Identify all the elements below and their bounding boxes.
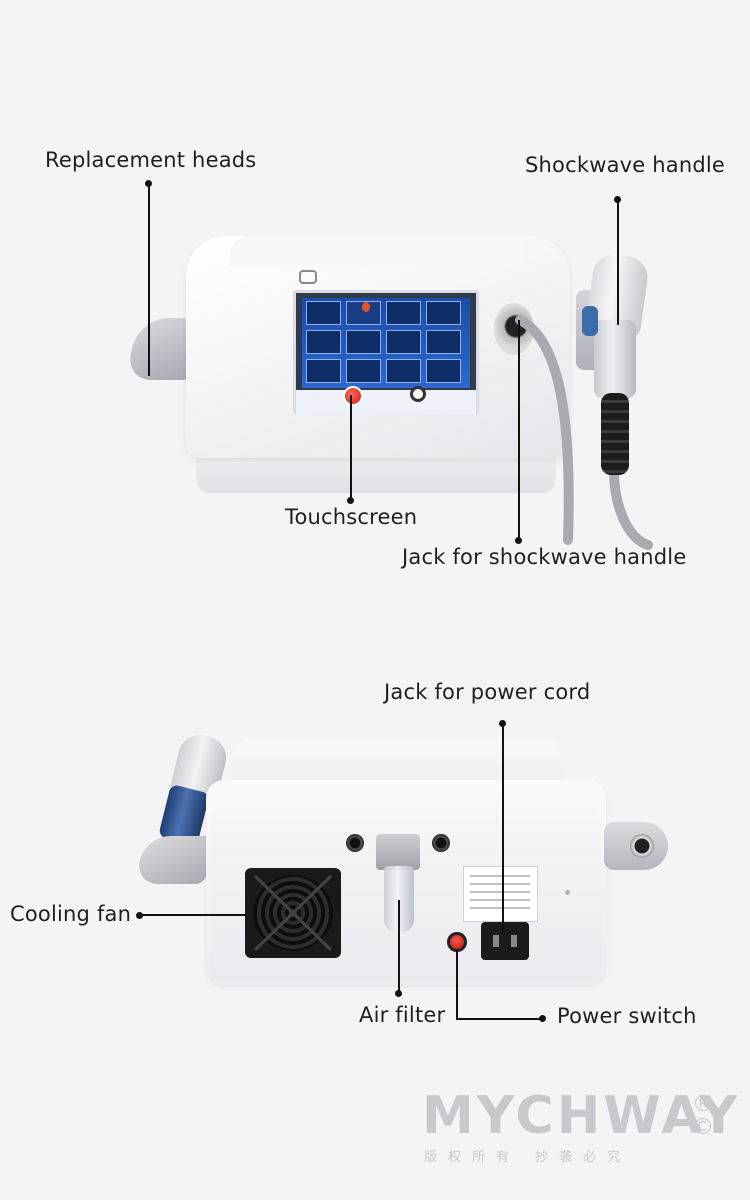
screen-tile	[306, 301, 341, 325]
shockwave-handle-grip	[601, 393, 629, 475]
cooling-fan	[245, 868, 341, 958]
screen-tile	[306, 330, 341, 354]
shockwave-handle-body	[582, 306, 636, 398]
leader-line	[502, 723, 504, 933]
screen-tile	[346, 359, 381, 383]
air-filter-head	[376, 834, 420, 870]
sticker-line	[470, 883, 530, 885]
leader-line	[398, 900, 400, 993]
label-power-switch: Power switch	[557, 1004, 697, 1028]
touchscreen-display	[302, 298, 470, 388]
leader-line	[148, 183, 150, 376]
leader-line	[350, 395, 352, 501]
screen-tile	[426, 330, 461, 354]
touchscreen-settings-icon	[410, 386, 426, 402]
socket-pin	[493, 935, 499, 947]
sticker-line	[470, 907, 530, 909]
leader-dot	[347, 497, 354, 504]
screen-highlight-icon	[362, 302, 370, 312]
touchscreen-panel	[293, 290, 479, 414]
leader-line	[139, 914, 247, 916]
power-switch-icon	[447, 932, 467, 952]
air-fitting-icon	[346, 834, 364, 852]
leader-line	[617, 199, 619, 325]
leader-dot	[395, 990, 402, 997]
handle-cable	[515, 315, 653, 550]
back-holder-left	[134, 836, 216, 884]
label-touchscreen: Touchscreen	[285, 505, 418, 529]
device-logo-icon	[299, 270, 317, 284]
label-jack-power-cord: Jack for power cord	[384, 680, 591, 704]
watermark-marks: ® ©	[692, 1093, 714, 1139]
label-cooling-fan: Cooling fan	[10, 902, 132, 926]
leader-line	[456, 1018, 542, 1020]
screen-tile	[346, 330, 381, 354]
watermark-subtitle: 版权所有 抄袭必究	[424, 1150, 632, 1165]
leader-line	[456, 950, 458, 1020]
screen-tile	[386, 301, 421, 325]
holder-ring-icon	[630, 834, 654, 858]
label-shockwave-handle: Shockwave handle	[525, 153, 726, 177]
leader-dot	[515, 537, 522, 544]
screen-tile	[426, 301, 461, 325]
handle-blue-band	[582, 306, 598, 336]
socket-pin	[511, 935, 517, 947]
label-replacement-heads: Replacement heads	[45, 148, 257, 172]
screw-icon	[565, 890, 570, 895]
screen-tile	[386, 330, 421, 354]
fan-cross-icon	[253, 874, 333, 952]
screen-tile	[426, 359, 461, 383]
sticker-line	[470, 891, 530, 893]
label-jack-shockwave-handle: Jack for shockwave handle	[402, 545, 687, 569]
touchscreen-bottom-bar	[296, 390, 476, 414]
sticker-line	[470, 875, 530, 877]
air-fitting-icon	[432, 834, 450, 852]
leader-line	[518, 320, 520, 540]
sticker-line	[470, 899, 530, 901]
spec-sticker	[463, 866, 538, 922]
registered-mark: ®	[692, 1092, 714, 1117]
screen-tile	[306, 359, 341, 383]
power-cord-socket	[481, 922, 529, 960]
front-device-top	[230, 236, 526, 266]
copyright-mark: ©	[692, 1115, 714, 1141]
label-air-filter: Air filter	[359, 1003, 446, 1027]
screen-tile	[386, 359, 421, 383]
leader-dot	[539, 1015, 546, 1022]
touchscreen-power-icon	[343, 386, 363, 406]
watermark-brand: MYCHWAY	[422, 1086, 741, 1146]
